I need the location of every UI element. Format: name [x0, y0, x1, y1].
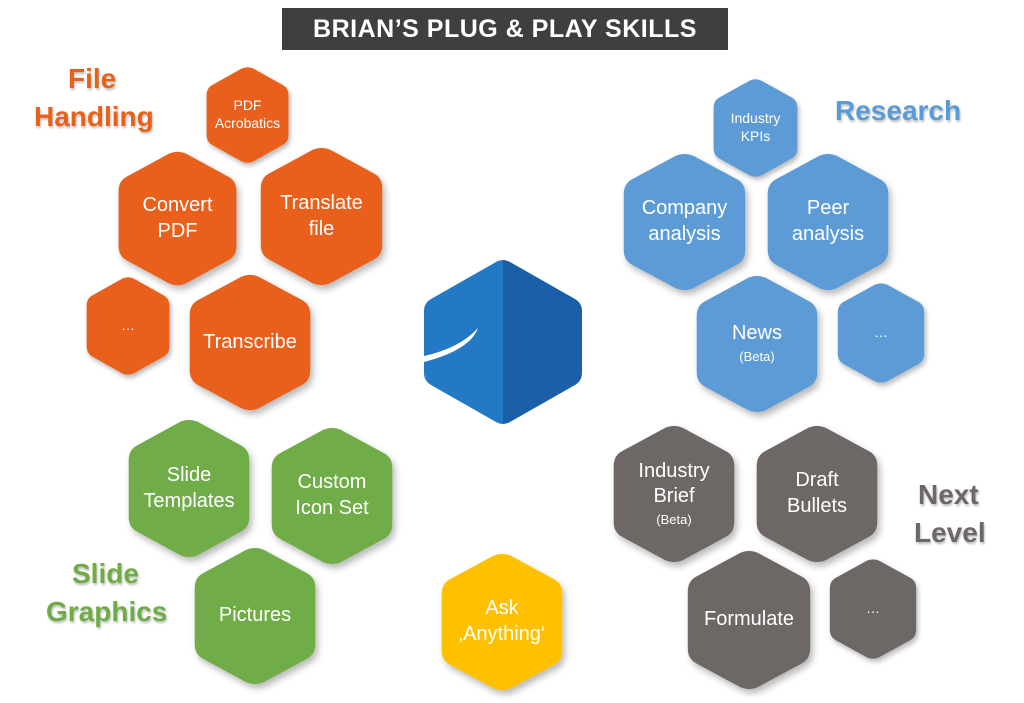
hex-shape [767, 153, 889, 291]
hex-ask-anything: Ask ‚Anything‘ [435, 552, 569, 692]
hex-peer-analysis: Peer analysis [761, 152, 895, 292]
hex-label: KPIs [740, 128, 771, 144]
hex-label: Translate [280, 191, 363, 214]
hex-shape [696, 275, 818, 413]
hex-label: Draft [795, 469, 839, 492]
hex-translate-file: Translate file [254, 146, 389, 287]
hex-label: … [121, 317, 135, 334]
beta-label: (Beta) [739, 349, 775, 365]
hex-label: Pictures [218, 604, 292, 627]
hex-shape [613, 425, 735, 563]
hex-label: Acrobatics [214, 115, 281, 131]
hex-label: Convert [142, 193, 213, 216]
hex-label: PDF [157, 219, 198, 242]
hex-shape [271, 427, 393, 565]
logo-swoosh [424, 328, 478, 362]
label-line: Research [835, 95, 962, 126]
hex-shape [206, 67, 289, 163]
hex-pictures: Pictures [188, 546, 322, 686]
hex-formulate: Formulate [681, 549, 817, 691]
hex-label: file [308, 217, 335, 240]
hex-pdf-acrobatics: PDF Acrobatics [202, 66, 293, 164]
hex-shape [623, 153, 746, 291]
label-line: Slide [72, 558, 139, 589]
hex-label: Brief [653, 485, 695, 508]
hex-more-research: … [833, 282, 929, 384]
hex-industry-kpis: Industry KPIs [709, 78, 802, 178]
label-line: Level [914, 517, 986, 548]
hex-label: Custom [297, 471, 367, 494]
label-line: Graphics [46, 596, 168, 627]
page-title: BRIAN’S PLUG & PLAY SKILLS [282, 8, 728, 50]
file-handling-label: File Handling [34, 60, 154, 136]
beta-label: (Beta) [656, 511, 692, 527]
label-line: File [68, 63, 117, 94]
hex-label: … [866, 600, 880, 617]
hex-shape [194, 547, 316, 685]
hex-label: Peer [806, 197, 850, 220]
slide-graphics-label: Slide Graphics [46, 555, 167, 631]
hex-label: PDF [233, 97, 262, 114]
hex-shape [756, 425, 878, 563]
hex-label: analysis [791, 223, 865, 245]
label-line: Next [918, 479, 979, 510]
hex-more-file-handling: … [82, 276, 174, 376]
hex-label: News [731, 322, 782, 345]
hex-company-analysis: Company analysis [617, 152, 752, 292]
logo-right-half [503, 260, 582, 424]
hex-news: News (Beta) [690, 274, 824, 414]
hex-convert-pdf: Convert PDF [112, 150, 243, 287]
hex-custom-icon-set: Custom Icon Set [265, 426, 399, 566]
hex-label: Formulate [703, 608, 795, 631]
hex-draft-bullets: Draft Bullets [750, 424, 884, 564]
hex-shape [441, 553, 563, 691]
hex-shape [713, 79, 798, 177]
hex-shape [189, 274, 311, 411]
hex-shape [829, 559, 917, 659]
hex-label: Industry [730, 110, 781, 127]
hex-shape [128, 419, 250, 558]
hex-industry-brief: Industry Brief (Beta) [607, 424, 741, 564]
hex-label: Ask [485, 597, 519, 620]
hex-label: analysis [648, 223, 721, 245]
hex-label: Industry [638, 459, 710, 482]
next-level-label: Next Level [914, 476, 986, 552]
hex-label: Templates [143, 489, 235, 512]
hex-label: Company [641, 197, 728, 220]
label-line: Handling [34, 101, 154, 132]
hex-shape [118, 151, 237, 286]
hex-shape [260, 147, 383, 286]
hex-transcribe: Transcribe [183, 273, 317, 412]
hex-label: Slide [166, 463, 212, 486]
hex-slide-templates: Slide Templates [122, 418, 256, 559]
hex-shape [687, 550, 811, 690]
brand-logo [424, 260, 582, 424]
hex-shape [837, 283, 925, 383]
hex-label: ‚Anything‘ [458, 623, 546, 645]
hex-label: Icon Set [295, 497, 369, 519]
hex-label: Bullets [786, 495, 848, 517]
hex-label: … [874, 324, 888, 341]
hex-shape [86, 277, 170, 375]
hex-more-next-level: … [825, 558, 921, 660]
research-label: Research [835, 92, 961, 130]
hex-label: Transcribe [203, 330, 297, 353]
